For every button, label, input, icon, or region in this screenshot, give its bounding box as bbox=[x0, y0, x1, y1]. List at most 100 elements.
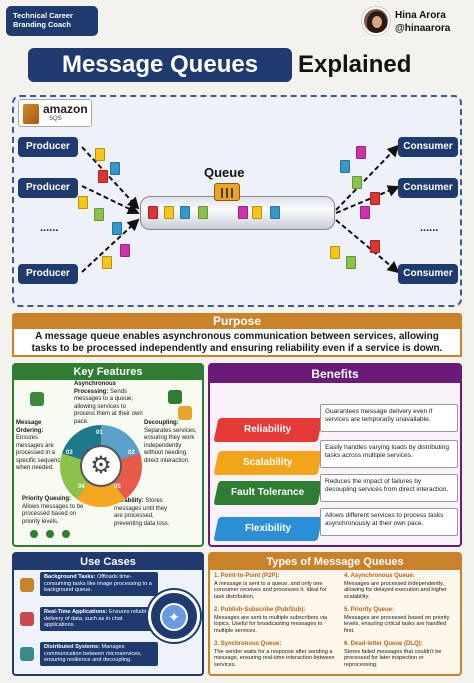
message-icon bbox=[180, 206, 190, 219]
message-icon bbox=[356, 146, 366, 159]
message-icon bbox=[98, 170, 108, 183]
page-title-boxed: Message Queues bbox=[28, 48, 292, 82]
consumer-node-1: Consumer bbox=[398, 137, 458, 157]
arrow-producer-3 bbox=[81, 218, 140, 273]
bullet-dot bbox=[62, 530, 70, 538]
message-icon bbox=[148, 206, 158, 219]
feature-2-title: Decoupling: bbox=[144, 420, 179, 426]
benefit-1-desc: Guarantees message delivery even if serv… bbox=[320, 404, 458, 432]
queue-label: Queue bbox=[204, 165, 245, 180]
message-icon bbox=[95, 148, 105, 161]
purpose-heading: Purpose bbox=[12, 313, 462, 329]
network-icon bbox=[20, 647, 34, 661]
type-4-text: Messages are processed independently, al… bbox=[344, 580, 447, 601]
wheel-num-2: 02 bbox=[128, 450, 135, 456]
feature-5-text: Stores messages until they are processed… bbox=[114, 498, 170, 527]
benefit-1-label: Reliability bbox=[244, 424, 292, 435]
type-6-text: Stores failed messages that couldn't be … bbox=[344, 648, 442, 669]
type-pubsub: 2. Publish-Subscribe (Pub/Sub): Messages… bbox=[214, 607, 338, 641]
author-badge-line2: Branding Coach bbox=[13, 20, 71, 30]
arrow-producer-2 bbox=[81, 185, 140, 215]
feature-4: Priority Queuing: Allows messages to be … bbox=[22, 496, 84, 526]
benefit-4-desc: Allows different services to process tas… bbox=[320, 508, 458, 536]
author-handle: @hinaarora bbox=[395, 23, 451, 34]
message-icon bbox=[102, 256, 112, 269]
feature-5-title: Durability: bbox=[114, 498, 144, 504]
network-icon bbox=[168, 390, 182, 404]
benefit-label-scalability: Scalability bbox=[213, 451, 323, 475]
type-2-text: Messages are sent to multiple subscriber… bbox=[214, 614, 328, 635]
use-case-3: Distributed Systems: Manages communicati… bbox=[40, 642, 158, 666]
benefit-3-desc: Reduces the impact of failures by decoup… bbox=[320, 474, 458, 502]
sqs-cube-icon bbox=[23, 104, 39, 124]
chat-icon bbox=[20, 612, 34, 626]
message-icon bbox=[94, 208, 104, 221]
message-icon bbox=[370, 240, 380, 253]
type-3-title: 3. Synchronous Queue: bbox=[214, 641, 282, 647]
type-3-text: The sender waits for a response after se… bbox=[214, 648, 335, 669]
message-icon bbox=[360, 206, 370, 219]
message-icon bbox=[112, 222, 122, 235]
feature-1-text: Sends messages to a queue, allowing serv… bbox=[74, 388, 143, 425]
use-case-1-text: Offloads time-consuming tasks like image… bbox=[44, 574, 152, 594]
message-icon bbox=[352, 176, 362, 189]
benefit-2-label: Scalability bbox=[243, 457, 293, 468]
use-case-2: Real-Time Applications: Ensures reliable… bbox=[40, 607, 158, 631]
gear-icon bbox=[20, 578, 34, 592]
author-badge: Technical Career Branding Coach bbox=[6, 6, 98, 36]
message-icon bbox=[346, 256, 356, 269]
message-icon bbox=[120, 244, 130, 257]
author-badge-line1: Technical Career bbox=[13, 11, 73, 20]
queue-icon bbox=[214, 183, 240, 201]
type-1-text: A message is sent to a queue, and only o… bbox=[214, 580, 327, 601]
puzzle-icon bbox=[178, 406, 192, 420]
message-icon bbox=[330, 246, 340, 259]
use-case-1: Background Tasks: Offloads time-consumin… bbox=[40, 572, 158, 596]
benefit-2-desc: Easily handles varying loads by distribu… bbox=[320, 440, 458, 468]
types-panel bbox=[208, 552, 462, 676]
benefit-label-fault-tolerance: Fault Tolerance bbox=[213, 481, 323, 505]
use-case-2-title: Real-Time Applications: bbox=[44, 609, 108, 615]
page-title-rest: Explained bbox=[298, 51, 412, 78]
message-icon bbox=[370, 192, 380, 205]
feature-2-text: Separates services, ensuring they work i… bbox=[144, 427, 197, 464]
message-icon bbox=[270, 206, 280, 219]
consumer-ellipsis: ...... bbox=[420, 222, 439, 234]
benefit-4-label: Flexibility bbox=[244, 523, 292, 534]
message-icon bbox=[252, 206, 262, 219]
feature-1: Asynchronous Processing: Sends messages … bbox=[74, 381, 148, 426]
message-icon bbox=[164, 206, 174, 219]
bullet-dot bbox=[46, 530, 54, 538]
arrow-consumer-3 bbox=[335, 219, 400, 274]
type-6-title: 6. Dead-letter Queue (DLQ): bbox=[344, 641, 423, 647]
author-name-block: Hina Arora @hinaarora bbox=[395, 9, 450, 35]
message-icon bbox=[238, 206, 248, 219]
logo-text: amazon bbox=[43, 102, 88, 116]
wheel-num-4: 04 bbox=[78, 484, 85, 490]
type-async: 4. Asynchronous Queue: Messages are proc… bbox=[344, 573, 458, 607]
brain-icon: ✦ bbox=[160, 603, 188, 631]
consumer-node-3: Consumer bbox=[398, 264, 458, 284]
wheel-num-5: 05 bbox=[114, 484, 121, 490]
feature-3-title: Message Ordering: bbox=[16, 420, 44, 434]
feature-4-title: Priority Queuing: bbox=[22, 496, 72, 502]
wheel-num-1: 01 bbox=[96, 430, 103, 436]
message-icon bbox=[110, 162, 120, 175]
feature-2: Decoupling: Separates services, ensuring… bbox=[144, 420, 200, 465]
document-icon bbox=[30, 392, 44, 406]
use-cases-heading: Use Cases bbox=[14, 554, 202, 570]
type-priority: 5. Priority Queue: Messages are processe… bbox=[344, 607, 458, 641]
feature-5: Durability: Stores messages until they a… bbox=[114, 498, 174, 528]
type-5-title: 5. Priority Queue: bbox=[344, 607, 395, 613]
arrow-consumer-2 bbox=[335, 185, 400, 214]
amazon-sqs-logo: amazon SQS bbox=[18, 99, 92, 127]
type-sync: 3. Synchronous Queue: The sender waits f… bbox=[214, 641, 338, 675]
consumer-node-2: Consumer bbox=[398, 178, 458, 198]
type-p2p: 1. Point-to-Point (P2P): A message is se… bbox=[214, 573, 338, 607]
feature-4-text: Allows messages to be processed based on… bbox=[22, 503, 84, 525]
benefits-heading: Benefits bbox=[210, 365, 460, 383]
types-heading: Types of Message Queues bbox=[210, 554, 460, 570]
benefit-label-flexibility: Flexibility bbox=[213, 517, 323, 541]
type-2-title: 2. Publish-Subscribe (Pub/Sub): bbox=[214, 607, 306, 613]
